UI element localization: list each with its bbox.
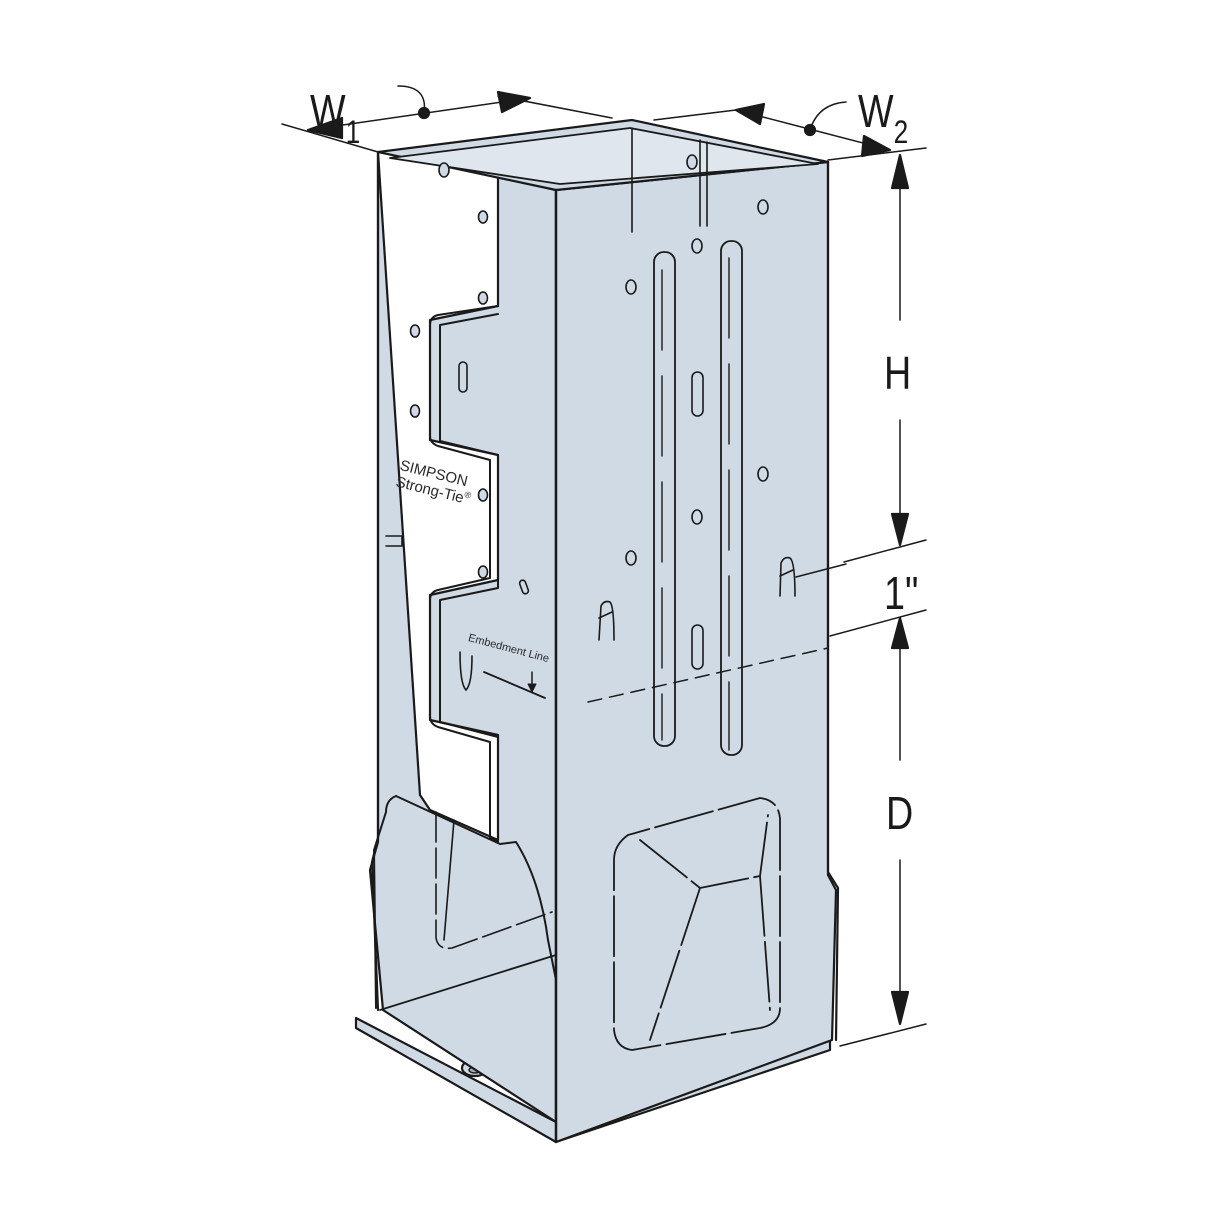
left-face — [368, 150, 558, 1124]
w1-main: W — [310, 85, 346, 137]
w1-subscript: 1 — [345, 114, 361, 150]
dimension-one-inch-label: 1" — [884, 567, 919, 619]
dimension-w1-label: W1 — [310, 85, 360, 148]
w2-main: W — [858, 85, 894, 137]
w2-subscript: 2 — [893, 114, 909, 150]
dimension-w2-label: W2 — [858, 85, 908, 148]
dimension-d-label: D — [886, 787, 914, 839]
dimension-h-label: H — [884, 347, 912, 399]
